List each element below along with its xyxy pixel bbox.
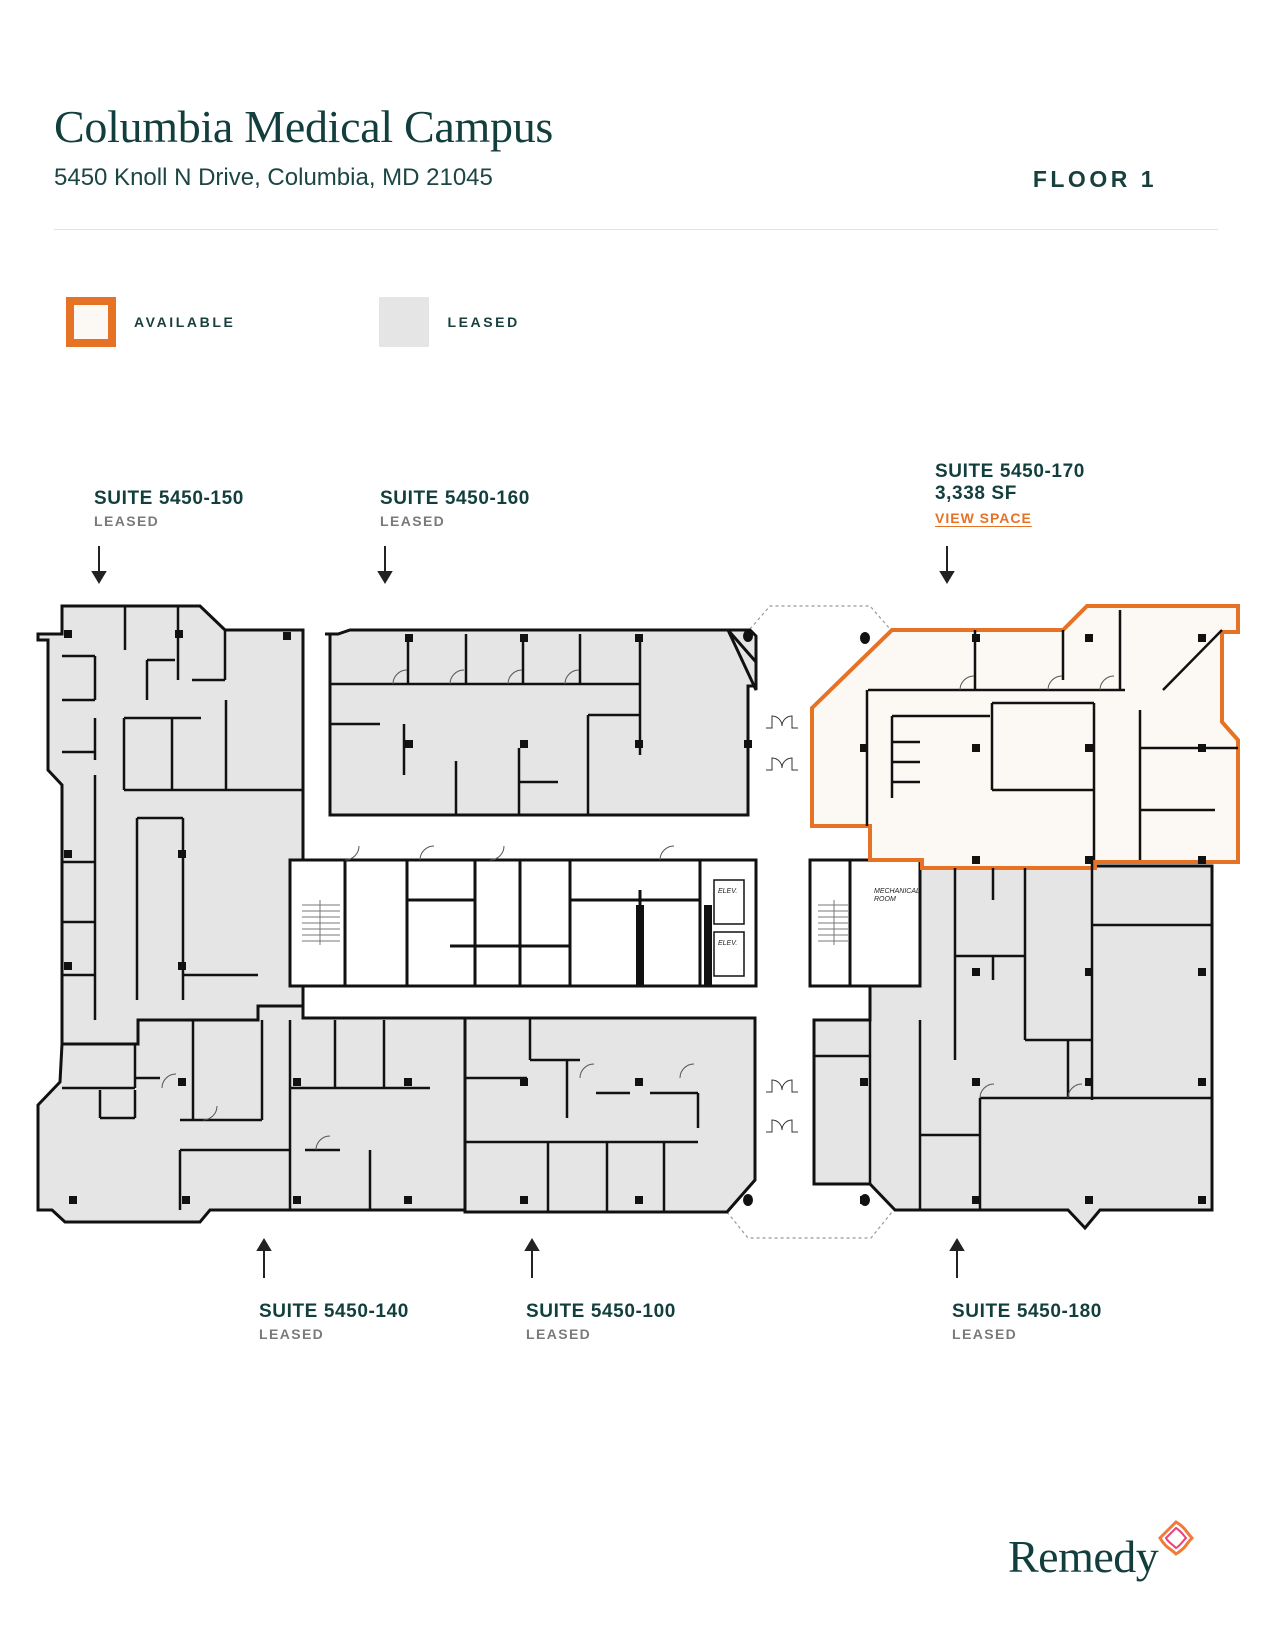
suite-name: SUITE 5450-170	[935, 461, 1085, 482]
arrow-up-icon	[524, 1238, 540, 1278]
remedy-logo-mark-icon	[1158, 1520, 1195, 1556]
suite-name: SUITE 5450-150	[94, 488, 244, 509]
suite-150-area[interactable]	[36, 604, 305, 1046]
suite-140-walls	[62, 1020, 430, 1210]
suite-status: LEASED	[259, 1326, 325, 1342]
mechanical-room-label: MECHANICAL	[874, 888, 920, 895]
legend: AVAILABLE LEASED	[66, 297, 568, 347]
view-space-link[interactable]: VIEW SPACE	[935, 510, 1032, 526]
partition-wall	[704, 905, 712, 985]
suite-100-walls	[465, 1018, 700, 1212]
suite-label-150: SUITE 5450-150 LEASED	[94, 489, 244, 528]
suite-label-160: SUITE 5450-160 LEASED	[380, 489, 530, 528]
suite-status: LEASED	[952, 1326, 1018, 1342]
page-title: Columbia Medical Campus	[54, 101, 554, 152]
logo-text: Remedy	[1008, 1531, 1159, 1582]
arrow-down-icon	[91, 546, 107, 584]
canopy-north	[749, 605, 891, 630]
remedy-logo: Remedy	[1008, 1518, 1196, 1580]
partition-wall	[636, 905, 644, 985]
suite-170-area[interactable]	[810, 604, 1240, 870]
suite-label-140: SUITE 5450-140 LEASED	[259, 1302, 409, 1341]
elevator-icon: ELEV. ELEV.	[713, 879, 745, 977]
arrow-down-icon	[939, 546, 955, 584]
suite-status: LEASED	[526, 1326, 592, 1342]
svg-text:ELEV.: ELEV.	[718, 940, 737, 947]
suite-name: SUITE 5450-100	[526, 1301, 676, 1322]
suite-label-100: SUITE 5450-100 LEASED	[526, 1302, 676, 1341]
entrance-doors	[766, 715, 798, 1133]
suite-label-170: SUITE 5450-170 3,338 SF VIEW SPACE	[935, 462, 1085, 527]
suite-status: LEASED	[94, 513, 160, 529]
suite-150-walls	[62, 606, 303, 1020]
legend-item-leased: LEASED	[379, 297, 519, 347]
legend-item-available: AVAILABLE	[66, 297, 235, 347]
legend-label-leased: LEASED	[447, 314, 520, 330]
available-swatch-icon	[66, 297, 116, 347]
suite-160-area[interactable]	[325, 628, 758, 817]
door-swings	[161, 669, 1115, 1151]
suite-140-area[interactable]	[36, 1004, 467, 1224]
suite-area: 3,338 SF	[935, 483, 1017, 504]
suite-100-area[interactable]	[463, 1016, 757, 1214]
mechanical-room-label: ROOM	[874, 896, 896, 903]
structural-columns	[64, 630, 1206, 1206]
arrow-up-icon	[256, 1238, 272, 1278]
arrow-down-icon	[377, 546, 393, 584]
property-address: 5450 Knoll N Drive, Columbia, MD 21045	[54, 164, 493, 191]
floor-label: FLOOR 1	[1032, 166, 1157, 192]
stairs-icon	[818, 900, 848, 945]
suite-status: LEASED	[380, 513, 446, 529]
canopy-south	[726, 1211, 893, 1239]
suite-170-walls	[865, 610, 1238, 860]
legend-label-available: AVAILABLE	[134, 314, 236, 330]
arrow-up-icon	[949, 1238, 965, 1278]
header-divider	[54, 229, 1218, 230]
building-core	[288, 858, 922, 988]
suite-180-walls	[814, 860, 1212, 1210]
suite-label-180: SUITE 5450-180 LEASED	[952, 1302, 1102, 1341]
leased-swatch-icon	[379, 297, 430, 347]
suite-name: SUITE 5450-180	[952, 1301, 1102, 1322]
stairs-icon	[302, 900, 340, 945]
suite-name: SUITE 5450-140	[259, 1301, 409, 1322]
suite-name: SUITE 5450-160	[380, 488, 530, 509]
svg-text:ELEV.: ELEV.	[718, 888, 737, 895]
suite-160-walls	[330, 634, 642, 815]
